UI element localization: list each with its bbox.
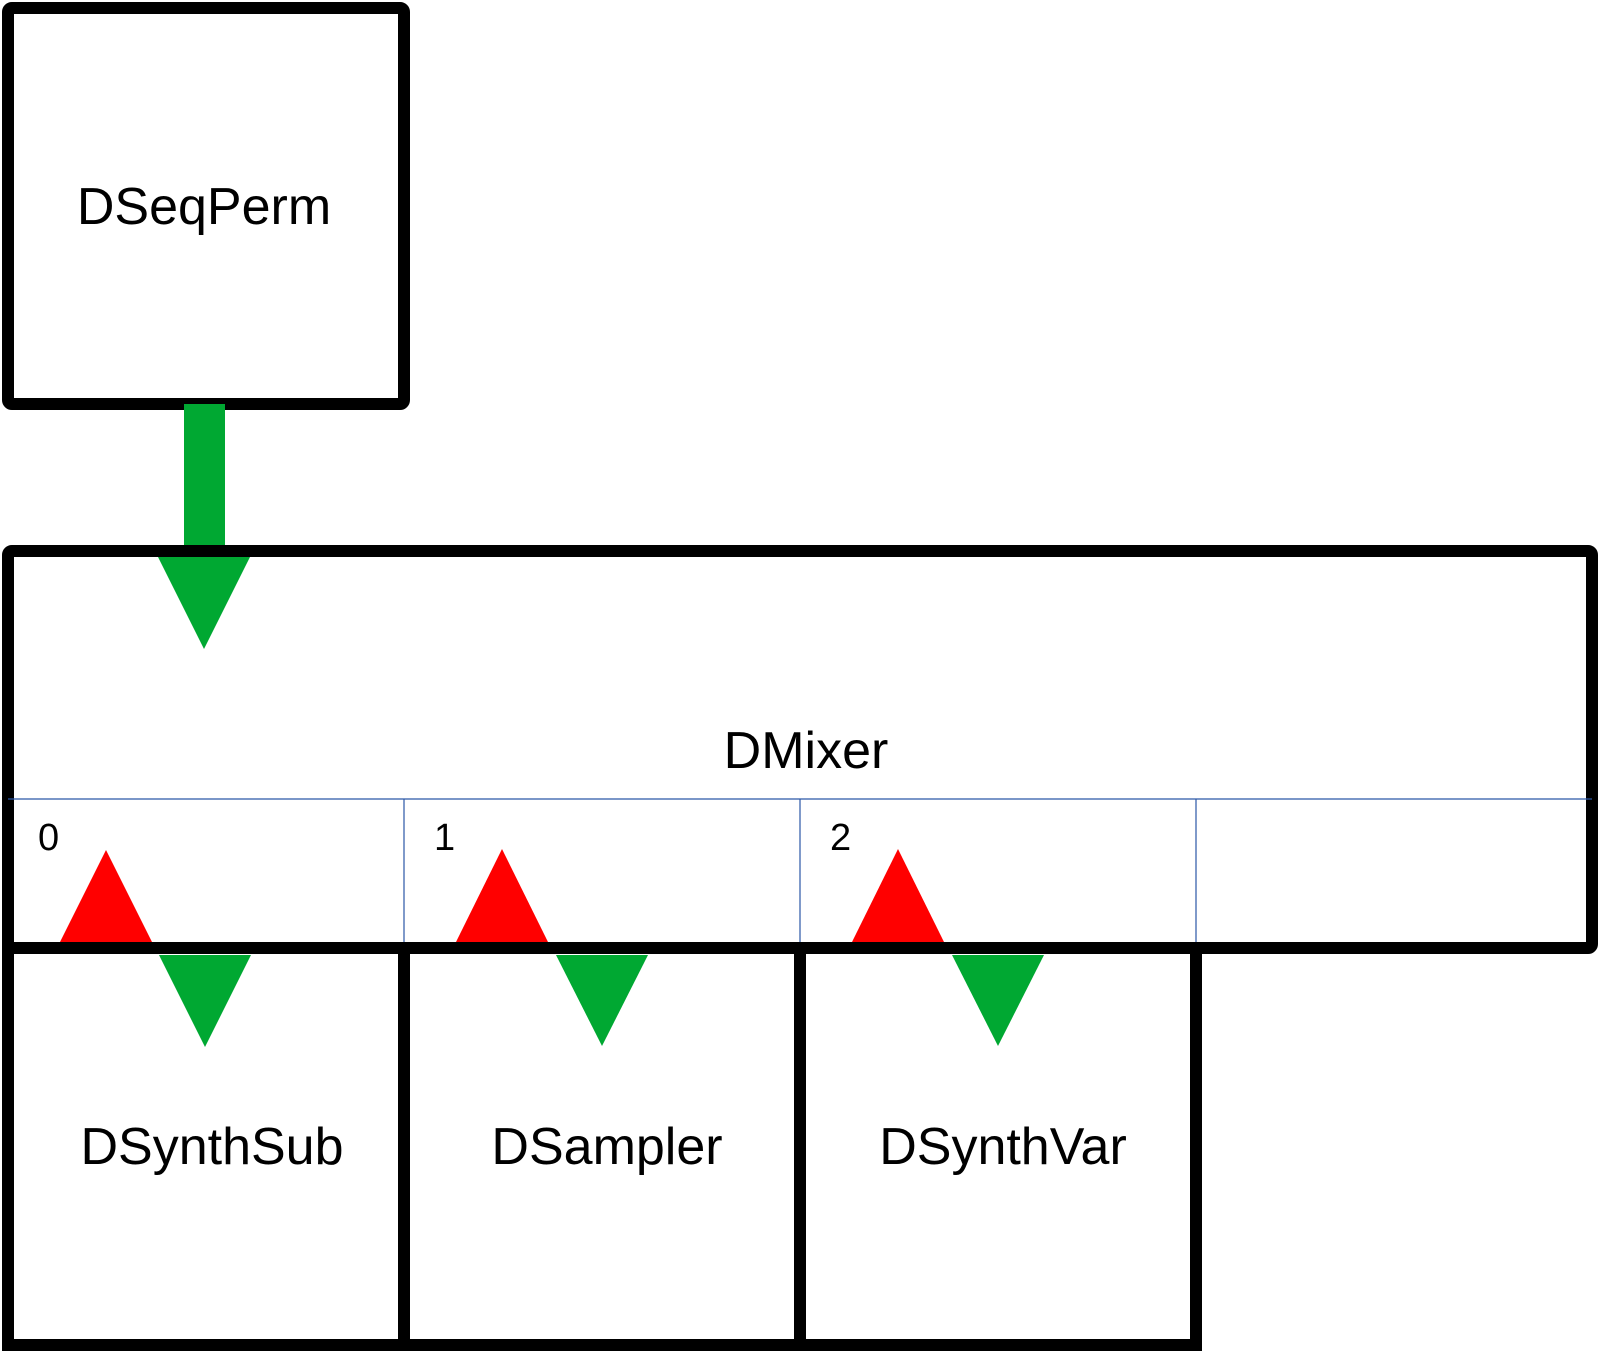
mixer-slot-index: 2 [830, 817, 851, 859]
module-dmixer-label: DMixer [724, 722, 889, 780]
slot-2-return-arrow [852, 849, 944, 942]
module-dseqperm-label: DSeqPerm [77, 178, 331, 236]
mixer-slot-index: 0 [38, 817, 59, 859]
slot-0-return-arrow [60, 850, 152, 942]
slot-1-flow [456, 849, 648, 1046]
seq-to-mixer-arrow [155, 404, 253, 649]
module-dsynthvar-label: DSynthVar [879, 1118, 1127, 1176]
module-dsampler-label: DSampler [491, 1118, 722, 1176]
module-dmixer: DMixer 0 1 2 [2, 545, 1598, 954]
slot-1-send-arrow [556, 955, 648, 1046]
slot-0-send-arrow [159, 955, 251, 1047]
seq-to-mixer-arrowhead [155, 551, 253, 649]
slot-0-flow [60, 850, 251, 1047]
module-dsynthsub: DSynthSub [2, 942, 410, 1351]
module-dseqperm: DSeqPerm [2, 2, 410, 410]
slot-2-send-arrow [952, 955, 1044, 1046]
slot-2-flow [852, 849, 1044, 1046]
slot-1-return-arrow [456, 849, 548, 942]
mixer-slot-grid: 0 1 2 [8, 798, 1592, 942]
seq-to-mixer-shaft [184, 404, 225, 549]
module-dsynthsub-label: DSynthSub [80, 1118, 343, 1176]
mixer-slot-index: 1 [434, 817, 455, 859]
